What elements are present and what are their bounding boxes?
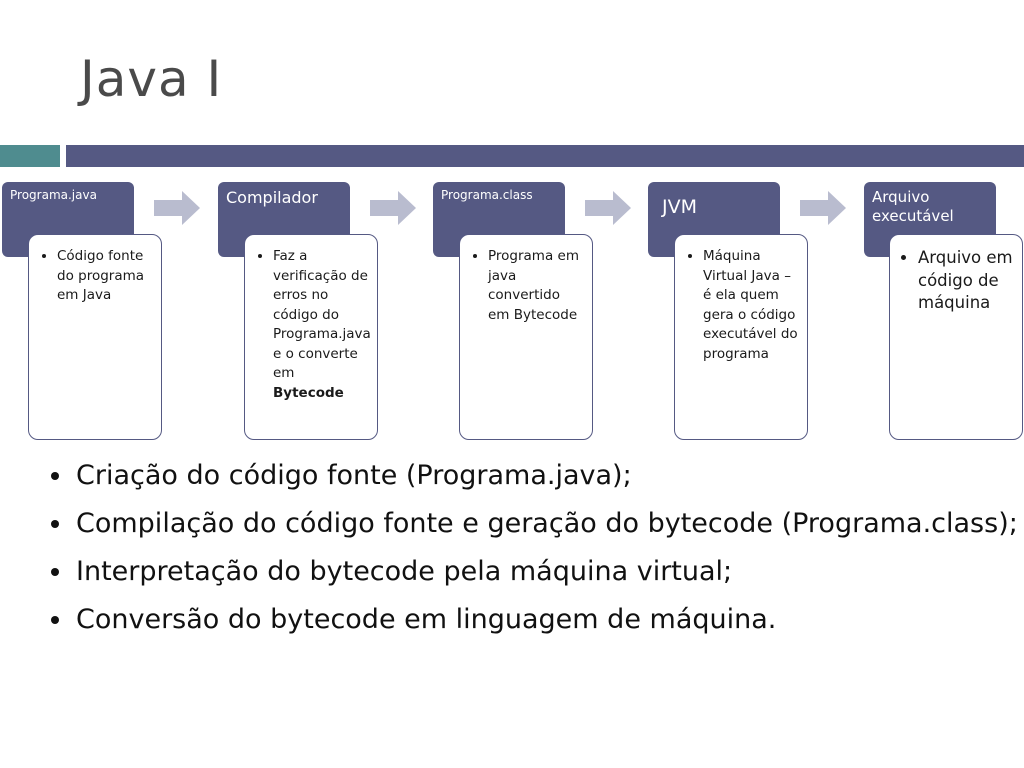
step-header-label: Compilador bbox=[226, 188, 318, 207]
arrow-right-icon bbox=[800, 191, 846, 225]
step-content-jvm: Máquina Virtual Java – é ela quem gera o… bbox=[674, 234, 808, 440]
accent-bar-teal bbox=[0, 145, 60, 167]
step-header-label: Programa.class bbox=[441, 188, 533, 202]
step-header-label: JVM bbox=[662, 196, 697, 218]
step-content-text: Máquina Virtual Java – é ela quem gera o… bbox=[703, 247, 799, 364]
step-content-text: Código fonte do programa em Java bbox=[57, 247, 153, 306]
step-content-arquivo-executavel: Arquivo em código de máquina bbox=[889, 234, 1023, 440]
step-content-text: Faz a verificação de erros no código do … bbox=[273, 247, 371, 403]
step-content-programa-class: Programa em java convertido em Bytecode bbox=[459, 234, 593, 440]
step-content-text-main: Faz a verificação de erros no código do … bbox=[273, 248, 371, 381]
bullet-item: Conversão do bytecode em linguagem de má… bbox=[74, 596, 1024, 644]
step-header-label: Arquivo executável bbox=[872, 188, 954, 225]
arrow-right-icon bbox=[154, 191, 200, 225]
bullet-item: Criação do código fonte (Programa.java); bbox=[74, 452, 1024, 500]
accent-bar-navy bbox=[66, 145, 1024, 167]
step-content-compilador: Faz a verificação de erros no código do … bbox=[244, 234, 378, 440]
slide-title: Java I bbox=[80, 50, 223, 108]
bullet-item: Interpretação do bytecode pela máquina v… bbox=[74, 548, 1024, 596]
bullet-item: Compilação do código fonte e geração do … bbox=[74, 500, 1024, 548]
arrow-right-icon bbox=[585, 191, 631, 225]
step-header-label: Programa.java bbox=[10, 188, 97, 202]
step-content-text: Programa em java convertido em Bytecode bbox=[488, 247, 584, 325]
bullet-list: Criação do código fonte (Programa.java);… bbox=[44, 452, 1024, 644]
step-content-text: Arquivo em código de máquina bbox=[918, 247, 1014, 315]
step-content-programa-java: Código fonte do programa em Java bbox=[28, 234, 162, 440]
step-content-text-bold: Bytecode bbox=[273, 384, 344, 401]
arrow-right-icon bbox=[370, 191, 416, 225]
